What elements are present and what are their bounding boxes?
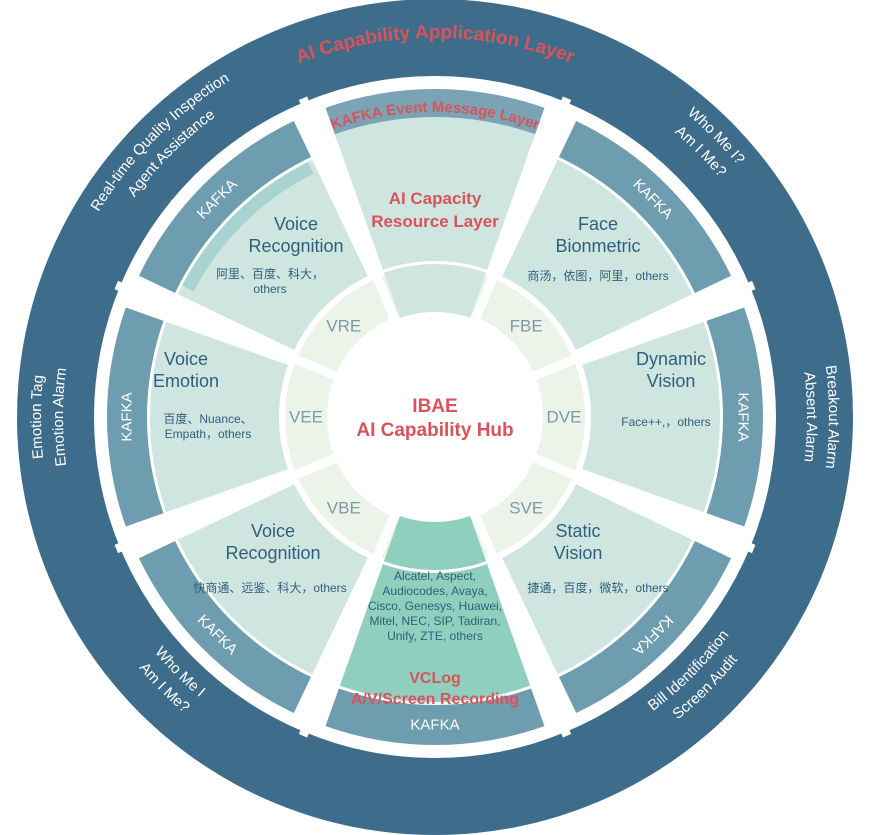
engine-label-vre: VRE: [326, 316, 361, 335]
segment-divider: [298, 512, 399, 738]
kafka-band-voice-top: [138, 120, 312, 294]
title-static-2: Vision: [554, 543, 603, 563]
title-voice-top-1: Voice: [274, 214, 318, 234]
title-face-2: Bionmetric: [555, 236, 640, 256]
resource-layer-title-2: Resource Layer: [371, 212, 499, 231]
vendor-dynamic-1: Face++,，others: [621, 415, 710, 429]
hub-circle: [330, 312, 540, 522]
engine-label-vbe: VBE: [327, 499, 361, 518]
kafka-band-vclog: [325, 688, 545, 745]
segment-divider: [530, 280, 756, 381]
vendor-vclog-5: Unify, ZTE, others: [387, 629, 483, 643]
vendor-vclog-4: Mitel, NEC, SIP, Tadiran,: [370, 614, 501, 628]
engine-sector-resource-fill: [383, 263, 487, 319]
vendor-face-1: 商汤，依图，阿里，others: [527, 268, 668, 283]
vendor-emotion-1: 百度、Nuance、: [163, 411, 252, 426]
resource-layer-title-1: AI Capacity: [389, 189, 482, 208]
kafka-band-static: [558, 540, 732, 714]
segment-divider: [471, 96, 572, 322]
segment-divider: [114, 453, 340, 554]
vendor-vclog-3: Cisco, Genesys, Huawei,: [368, 599, 502, 613]
outer-text-emotion-2: Emotion Tag: [28, 374, 47, 459]
kafka-band-voice-bottom: [138, 540, 312, 714]
engine-sector-vclog-fill: [383, 515, 487, 570]
engine-label-sve: SVE: [509, 499, 543, 518]
segment-divider: [114, 280, 340, 381]
title-voice-bottom-1: Voice: [251, 521, 295, 541]
hub-title: IBAE: [412, 396, 457, 417]
kafka-band-face: [558, 120, 732, 294]
vendor-vclog-1: Alcatel, Aspect,: [394, 569, 476, 583]
kafka-band-emotion: [107, 307, 164, 527]
kafka-band: [107, 88, 763, 745]
engine-label-fbe: FBE: [510, 316, 543, 335]
engine-label-dve: DVE: [547, 408, 582, 427]
title-vclog-1: VCLog: [409, 670, 461, 687]
title-vclog-2: A/V/Screen Recording: [351, 691, 519, 708]
engine-label-vee: VEE: [289, 408, 323, 427]
kafka-label-dynamic: KAFKA: [735, 392, 752, 441]
vendor-voice-bottom-1: 快商通、远鉴、科大，others: [193, 580, 346, 595]
outer-text-emotion-1: Emotion Alarm: [50, 367, 70, 467]
kafka-band-dynamic: [706, 307, 763, 527]
vendor-vclog-2: Audiocodes, Avaya,: [382, 584, 487, 598]
vendor-voice-top-2: others: [253, 282, 286, 296]
title-emotion-1: Voice: [164, 349, 208, 369]
segment-divider: [298, 96, 399, 322]
title-emotion-2: Emotion: [153, 371, 219, 391]
title-dynamic-1: Dynamic: [636, 349, 706, 369]
title-face-1: Face: [578, 214, 618, 234]
title-dynamic-2: Vision: [647, 371, 696, 391]
vendor-static-1: 捷通，百度，微软，others: [527, 580, 668, 595]
vendor-voice-top-1: 阿里、百度、科大，: [216, 266, 324, 281]
vendor-emotion-2: Empath，others: [165, 427, 252, 441]
segment-divider: [471, 512, 572, 738]
outer-text-dynamic-2: Breakout Alarm: [822, 364, 842, 469]
hub: IBAE AI Capability Hub: [330, 312, 540, 522]
outer-text-dynamic-1: Absent Alarm: [800, 371, 820, 463]
hub-subtitle: AI Capability Hub: [356, 420, 513, 441]
title-voice-bottom-2: Recognition: [225, 543, 320, 563]
kafka-label-vclog: KAFKA: [410, 717, 459, 734]
title-static-1: Static: [555, 521, 600, 541]
kafka-label-emotion: KAFKA: [119, 392, 136, 441]
segment-voice-top-highlight: [182, 161, 314, 292]
title-voice-top-2: Recognition: [248, 236, 343, 256]
segment-divider: [530, 453, 756, 554]
